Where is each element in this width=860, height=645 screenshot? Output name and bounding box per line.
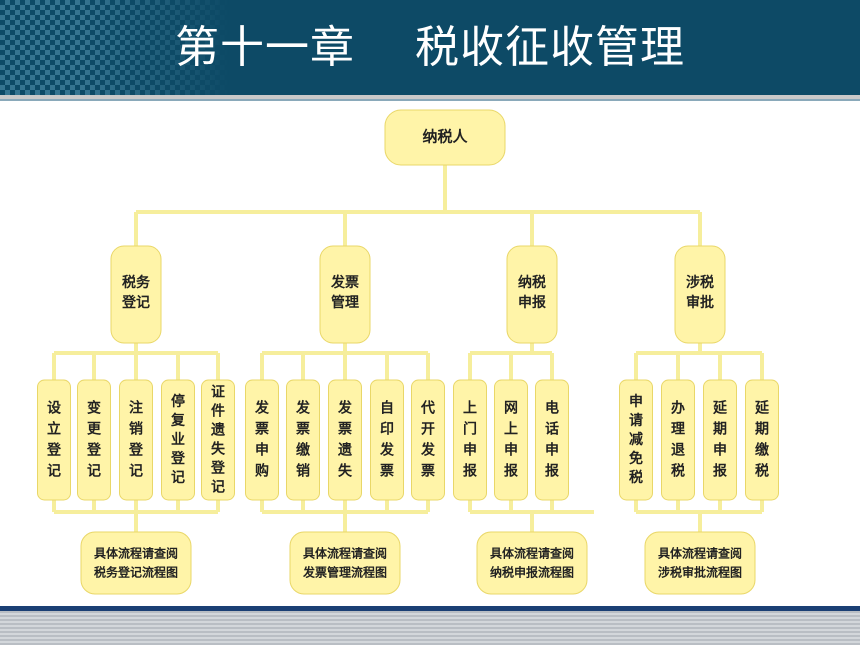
subtask-node <box>119 379 153 501</box>
subtask-node <box>328 379 362 501</box>
root-node-label: 纳税人 <box>422 128 468 146</box>
subtask-node <box>411 379 445 501</box>
subtask-node-label: 设立登记 <box>46 401 62 480</box>
subtask-node <box>286 379 320 501</box>
subtask-node <box>619 379 653 501</box>
category-node-label: 纳税申报 <box>518 274 546 311</box>
reference-node <box>80 531 192 595</box>
footer-bar <box>0 606 860 611</box>
subtask-node <box>370 379 404 501</box>
reference-node-line-2: 税务登记流程图 <box>94 565 178 580</box>
reference-node-line-1: 具体流程请查阅 <box>658 546 742 561</box>
subtask-node <box>37 379 71 501</box>
subtask-node <box>453 379 487 501</box>
title-banner: 第十一章 税收征收管理 <box>0 0 860 95</box>
header-divider <box>0 95 860 99</box>
reference-node <box>476 531 588 595</box>
subtask-node-label: 办理退税 <box>671 400 685 480</box>
subtask-node-label: 发票申购 <box>254 400 270 480</box>
category-node-label: 税务登记 <box>121 274 151 311</box>
subtask-node <box>494 379 528 501</box>
category-node-label: 涉税审批 <box>686 274 714 311</box>
subtask-node-label: 网上申报 <box>504 401 518 480</box>
category-node <box>110 245 162 344</box>
subtask-node <box>535 379 569 501</box>
category-node-label: 发票管理 <box>330 274 359 311</box>
reference-node-line-2: 发票管理流程图 <box>302 565 387 580</box>
subtask-node-label: 代开发票 <box>420 400 436 480</box>
category-node <box>506 245 558 344</box>
reference-node-line-1: 具体流程请查阅 <box>94 546 178 561</box>
root-node <box>384 109 506 166</box>
reference-node-line-2: 纳税申报流程图 <box>490 565 574 580</box>
reference-node <box>644 531 756 595</box>
category-node <box>319 245 371 344</box>
subtask-node <box>703 379 737 501</box>
reference-node-line-2: 涉税审批流程图 <box>658 565 742 580</box>
subtask-node <box>77 379 111 501</box>
subtask-node <box>161 379 195 501</box>
subtask-node-label: 停复业登记 <box>170 393 186 486</box>
subtask-node-label: 上门申报 <box>463 401 477 480</box>
reference-node <box>289 531 401 595</box>
slide-title: 第十一章 税收征收管理 <box>175 22 685 73</box>
banner-checker-pattern <box>0 0 230 95</box>
subtask-node-label: 变更登记 <box>86 400 102 480</box>
subtask-node <box>245 379 279 501</box>
footer-stripes <box>0 611 860 645</box>
subtask-node-label: 自印发票 <box>379 400 395 480</box>
reference-node-line-1: 具体流程请查阅 <box>303 546 387 561</box>
subtask-node-label: 证件遗失登记 <box>210 385 226 496</box>
subtask-node <box>745 379 779 501</box>
header-divider-line <box>0 99 860 101</box>
subtask-node <box>661 379 695 501</box>
subtask-node-label: 发票遗失 <box>337 400 353 480</box>
subtask-node-label: 注销登记 <box>128 400 144 480</box>
category-node <box>674 245 726 344</box>
reference-node-line-1: 具体流程请查阅 <box>490 546 574 561</box>
subtask-node-label: 发票缴销 <box>295 400 311 480</box>
subtask-node <box>201 379 235 501</box>
subtask-node-label: 申请减免税 <box>629 393 643 486</box>
subtask-node-label: 延期申报 <box>712 400 728 480</box>
subtask-node-label: 电话申报 <box>545 400 559 480</box>
subtask-node-label: 延期缴税 <box>754 400 770 480</box>
